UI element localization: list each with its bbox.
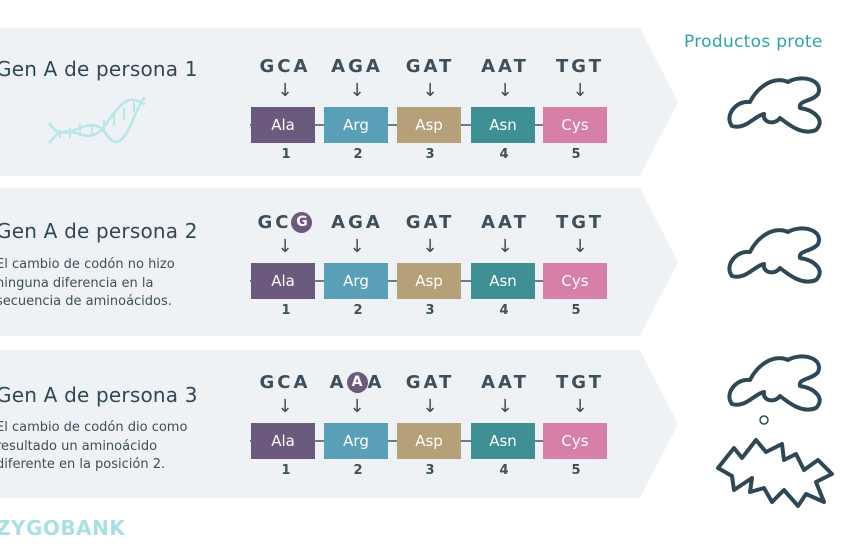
amino-asn: Asn bbox=[471, 423, 535, 459]
arrow-down-icon: ↓ bbox=[572, 396, 588, 417]
circle-icon bbox=[759, 415, 769, 425]
position-number: 1 bbox=[281, 147, 291, 162]
amino-asp: Asp bbox=[397, 423, 461, 459]
arrow-down-icon: ↓ bbox=[572, 236, 588, 257]
codon-1-5: TGT bbox=[555, 56, 604, 77]
position-number: 2 bbox=[353, 147, 363, 162]
gene-note-3: El cambio de codón dio como resultado un… bbox=[0, 420, 188, 472]
position-number: 2 bbox=[353, 463, 363, 478]
amino-asp: Asp bbox=[397, 107, 461, 143]
position-number: 4 bbox=[499, 303, 509, 318]
gene-title-2: Gen A de persona 2 bbox=[0, 219, 198, 243]
dna-icon bbox=[48, 96, 146, 144]
folded-protein-icon bbox=[727, 354, 822, 412]
gene-title-3: Gen A de persona 3 bbox=[0, 383, 198, 407]
position-number: 3 bbox=[425, 303, 435, 318]
codon-2-3: GAT bbox=[405, 212, 455, 233]
amino-asn: Asn bbox=[471, 107, 535, 143]
folded-protein-icon bbox=[727, 76, 822, 134]
row-band-1 bbox=[0, 28, 678, 176]
position-number: 4 bbox=[499, 147, 509, 162]
row-band-2 bbox=[0, 188, 678, 336]
products-title: Productos prote bbox=[684, 32, 823, 52]
codon-1-3: GAT bbox=[405, 56, 455, 77]
arrow-down-icon: ↓ bbox=[349, 236, 365, 257]
amino-arg: Arg bbox=[324, 263, 388, 299]
arrow-down-icon: ↓ bbox=[349, 396, 365, 417]
amino-cys: Cys bbox=[543, 263, 607, 299]
codon-2-2: AGA bbox=[331, 212, 383, 233]
amino-ala: Ala bbox=[251, 423, 315, 459]
position-number: 3 bbox=[425, 147, 435, 162]
arrow-down-icon: ↓ bbox=[422, 396, 438, 417]
position-number: 4 bbox=[499, 463, 509, 478]
codon-1-1: GCA bbox=[259, 56, 311, 77]
arrow-down-icon: ↓ bbox=[277, 80, 293, 101]
codon-1-2: AGA bbox=[331, 56, 383, 77]
mutation-badge: G bbox=[291, 212, 313, 233]
arrow-down-icon: ↓ bbox=[349, 80, 365, 101]
mutation-badge: A bbox=[346, 372, 368, 393]
arrow-down-icon: ↓ bbox=[497, 80, 513, 101]
amino-cys: Cys bbox=[543, 423, 607, 459]
codon-3-5: TGT bbox=[555, 372, 604, 393]
gene-title-1: Gen A de persona 1 bbox=[0, 57, 198, 81]
amino-asp: Asp bbox=[397, 263, 461, 299]
arrow-down-icon: ↓ bbox=[497, 236, 513, 257]
codon-3-3: GAT bbox=[405, 372, 455, 393]
amino-arg: Arg bbox=[324, 423, 388, 459]
position-number: 2 bbox=[353, 303, 363, 318]
folded-protein-icon bbox=[727, 226, 822, 284]
position-number: 3 bbox=[425, 463, 435, 478]
arrow-down-icon: ↓ bbox=[277, 236, 293, 257]
brand-logo: ZYGOBANK bbox=[0, 516, 126, 540]
amino-cys: Cys bbox=[543, 107, 607, 143]
codon-3-1: GCA bbox=[259, 372, 311, 393]
misfolded-protein-icon bbox=[716, 438, 834, 508]
codon-2-4: AAT bbox=[481, 212, 529, 233]
arrow-down-icon: ↓ bbox=[422, 80, 438, 101]
amino-ala: Ala bbox=[251, 107, 315, 143]
arrow-down-icon: ↓ bbox=[572, 80, 588, 101]
codon-1-4: AAT bbox=[481, 56, 529, 77]
amino-arg: Arg bbox=[324, 107, 388, 143]
amino-asn: Asn bbox=[471, 263, 535, 299]
position-number: 5 bbox=[571, 463, 581, 478]
gene-note-2: El cambio de codón no hizo ninguna difer… bbox=[0, 257, 175, 309]
position-number: 1 bbox=[281, 463, 291, 478]
position-number: 5 bbox=[571, 147, 581, 162]
amino-ala: Ala bbox=[251, 263, 315, 299]
arrow-down-icon: ↓ bbox=[497, 396, 513, 417]
arrow-down-icon: ↓ bbox=[277, 396, 293, 417]
position-number: 5 bbox=[571, 303, 581, 318]
position-number: 1 bbox=[281, 303, 291, 318]
codon-2-5: TGT bbox=[555, 212, 604, 233]
codon-3-4: AAT bbox=[481, 372, 529, 393]
arrow-down-icon: ↓ bbox=[422, 236, 438, 257]
